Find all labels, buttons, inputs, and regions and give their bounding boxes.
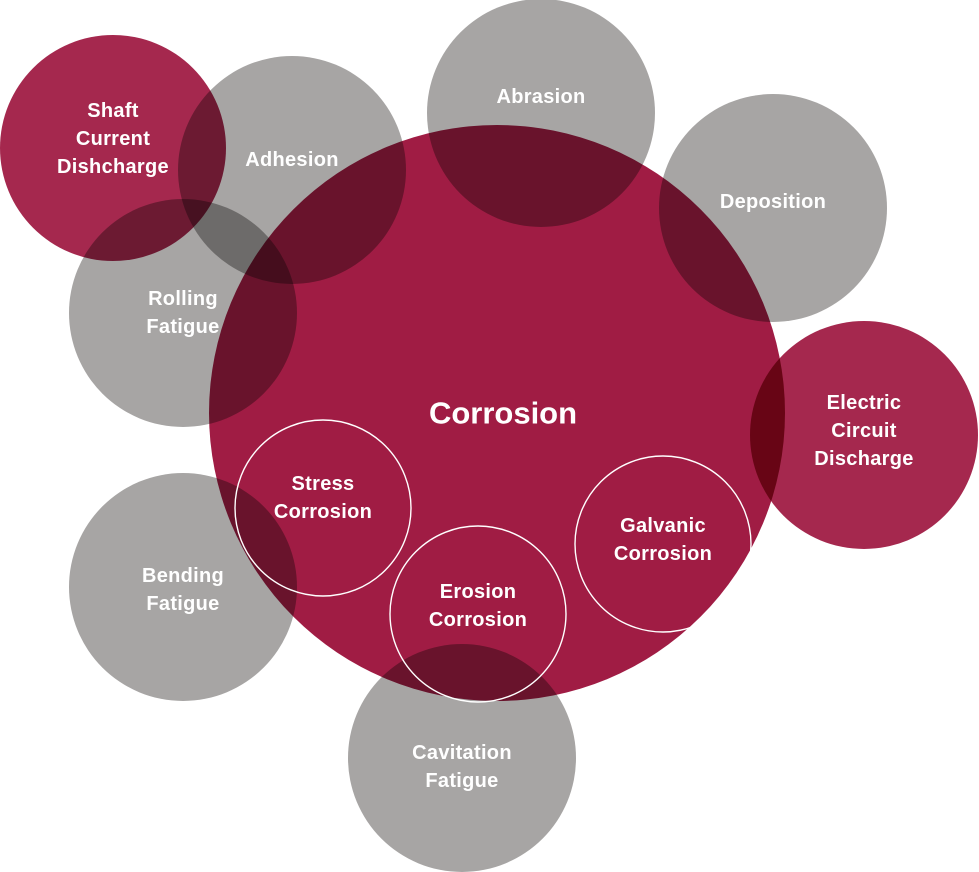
center-circle [209,125,785,701]
electric-circuit-discharge-circle [750,321,978,549]
adhesion-label-line: Adhesion [245,149,339,171]
erosion-corrosion-circle [389,525,567,703]
shaft-current-discharge-circle [0,35,226,261]
abrasion-label-line: Abrasion [496,86,585,108]
deposition-label: Deposition [720,191,826,213]
electric-circuit-discharge-label-line: Electric [827,392,902,414]
galvanic-corrosion-label-line: Galvanic [620,515,706,537]
cavitation-fatigue-label-line: Cavitation [412,742,512,764]
bending-fatigue-label-line: Bending [142,565,224,587]
adhesion-label: Adhesion [245,149,339,171]
bending-fatigue-label-line: Fatigue [146,593,219,615]
abrasion-label: Abrasion [496,86,585,108]
stress-corrosion-circle [234,419,412,597]
electric-circuit-discharge-label-line: Discharge [814,448,913,470]
bending-fatigue-circle [69,473,297,701]
cavitation-fatigue-label-line: Fatigue [425,770,498,792]
shaft-current-discharge-label-line: Shaft [87,100,139,122]
erosion-corrosion-label-line: Erosion [440,581,517,603]
shaft-current-discharge-label-line: Current [76,128,150,150]
shaft-current-discharge-label-line: Dishcharge [57,156,169,178]
center-label: Corrosion [429,396,577,431]
galvanic-corrosion-label-line: Corrosion [614,543,712,565]
stress-corrosion-label-line: Corrosion [274,501,372,523]
rolling-fatigue-label-line: Rolling [148,288,218,310]
labels-layer: Corrosion AbrasionAdhesionDepositionRolli… [57,86,913,792]
deposition-label-line: Deposition [720,191,826,213]
erosion-corrosion-label-line: Corrosion [429,609,527,631]
stress-corrosion-label-line: Stress [292,473,355,495]
abrasion-circle [427,0,655,227]
rolling-fatigue-label-line: Fatigue [146,316,219,338]
galvanic-corrosion-circle [574,455,752,633]
cavitation-fatigue-circle [348,644,576,872]
deposition-circle [659,94,887,322]
electric-circuit-discharge-label-line: Circuit [831,420,896,442]
